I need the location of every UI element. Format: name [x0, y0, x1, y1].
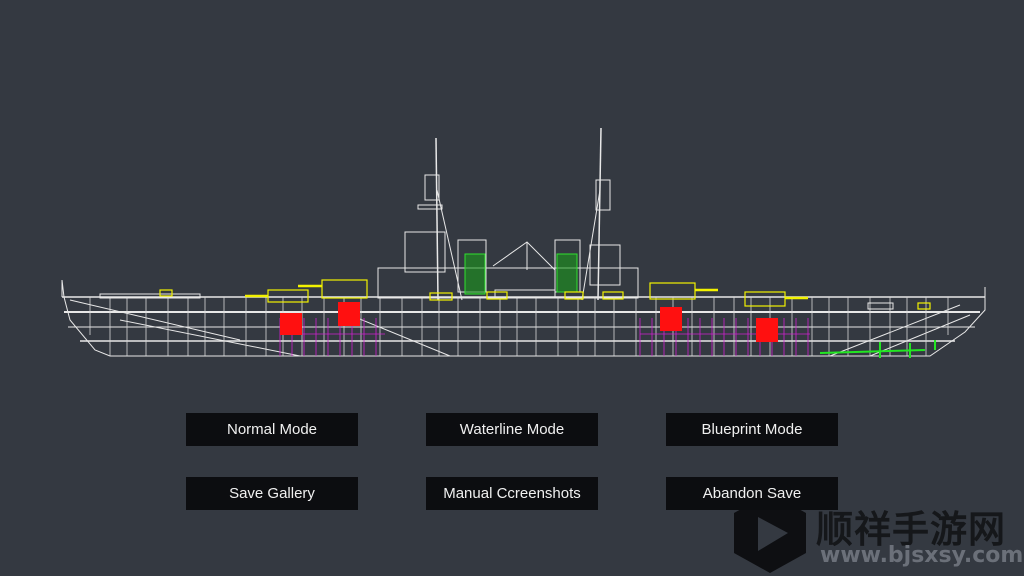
- shaft: [819, 349, 926, 354]
- aft-mast: [597, 127, 602, 301]
- magazine-block: [280, 313, 302, 335]
- hull-diagonal: [869, 314, 971, 357]
- save-gallery-button[interactable]: Save Gallery: [186, 477, 358, 510]
- anchor-chain: [99, 293, 201, 299]
- turrets: [159, 279, 931, 310]
- hull-diagonal: [349, 314, 451, 357]
- hull-frames: [89, 297, 949, 356]
- secondary-gun: [486, 291, 508, 300]
- turret-a: [245, 289, 309, 303]
- ship-hull-wireframe: [61, 279, 986, 357]
- aa-gun: [917, 302, 931, 310]
- magazine-block: [338, 302, 360, 326]
- stern-boat: [867, 302, 894, 310]
- fore-mast: [435, 137, 439, 301]
- watermark-site-name: 顺祥手游网: [816, 508, 1006, 551]
- fore-funnel: [464, 253, 486, 295]
- normal-mode-button[interactable]: Normal Mode: [186, 413, 358, 446]
- aa-gun: [159, 289, 173, 297]
- turret-b: [298, 279, 368, 299]
- superstructure: [61, 127, 986, 310]
- hull-diagonal: [69, 299, 241, 341]
- crane: [492, 241, 556, 271]
- aft-control: [589, 244, 621, 286]
- secondary-gun: [564, 291, 584, 300]
- propeller-shafts: [819, 340, 936, 358]
- aft-top: [595, 179, 611, 211]
- magazine-block: [660, 307, 682, 331]
- aft-funnel: [556, 253, 578, 293]
- boat-deck: [494, 289, 556, 299]
- manual-screenshots-button[interactable]: Manual Ccreenshots: [426, 477, 598, 510]
- magazine-block: [756, 318, 778, 342]
- turret-c: [649, 282, 718, 300]
- bridge: [404, 231, 446, 273]
- hull-diagonal: [829, 304, 961, 357]
- blueprint-mode-button[interactable]: Blueprint Mode: [666, 413, 838, 446]
- abandon-save-button[interactable]: Abandon Save: [666, 477, 838, 510]
- watermark-logo-icon: [734, 493, 806, 573]
- watermark: 顺祥手游网 www.bjsxsy.com: [728, 485, 1024, 576]
- magazines: [280, 302, 778, 342]
- funnels: [464, 253, 578, 295]
- secondary-gun: [429, 292, 453, 301]
- hull-diagonal: [119, 319, 301, 357]
- secondary-gun: [602, 291, 624, 300]
- turret-d: [744, 291, 808, 307]
- waterline-mode-button[interactable]: Waterline Mode: [426, 413, 598, 446]
- yard-arm: [417, 204, 443, 210]
- hull-outline: [61, 279, 986, 357]
- fore-top: [424, 174, 440, 201]
- ship-blueprint-view: [61, 127, 986, 358]
- watermark-url: www.bjsxsy.com: [820, 543, 1024, 568]
